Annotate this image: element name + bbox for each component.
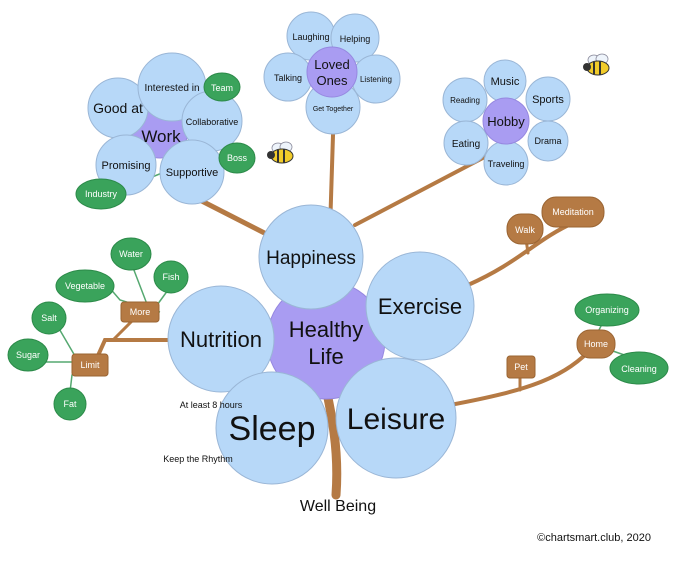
leaf-vegetable bbox=[55, 269, 115, 303]
leaf-sugar-label: Sugar bbox=[16, 350, 40, 360]
hobby-label: Hobby bbox=[487, 114, 525, 129]
tag-home-label: Home bbox=[584, 339, 608, 349]
petal-supportive-label: Supportive bbox=[166, 167, 219, 179]
leaf-team bbox=[203, 72, 241, 102]
petal-reading-label: Reading bbox=[450, 96, 480, 105]
leaf-salt bbox=[31, 301, 67, 335]
petal-drama-label: Drama bbox=[534, 136, 561, 146]
leaf-industry-label: Industry bbox=[85, 189, 118, 199]
leaf-boss bbox=[218, 142, 256, 174]
petal-interested-in-label: Interested in bbox=[144, 83, 199, 94]
loved-ones-label-1: Loved bbox=[314, 57, 349, 72]
petal-eating bbox=[443, 120, 489, 166]
petal-good-at-label: Good at bbox=[93, 100, 143, 116]
leaf-cleaning-label: Cleaning bbox=[621, 364, 657, 374]
hobby-center-circle bbox=[482, 97, 530, 145]
leisure-label: Leisure bbox=[347, 403, 445, 436]
sleep-note-rhythm: Keep the Rhythm bbox=[163, 454, 233, 464]
loved-ones-center-circle bbox=[306, 46, 358, 98]
leaf-cleaning bbox=[609, 351, 669, 385]
healthy-life-label-1: Healthy bbox=[289, 317, 364, 342]
leaf-sugar bbox=[7, 338, 49, 372]
sleep-circle bbox=[215, 371, 329, 485]
work-label: Work bbox=[141, 127, 181, 146]
leaf-organizing bbox=[574, 293, 640, 327]
work-flower: Work Good at Interested in Collaborative… bbox=[75, 52, 256, 210]
petal-promising-label: Promising bbox=[102, 160, 151, 172]
leisure-tags: Pet Home Organizing Cleaning bbox=[506, 293, 669, 385]
petal-listening-label: Listening bbox=[360, 75, 392, 84]
leaf-fat-label: Fat bbox=[63, 399, 77, 409]
petal-traveling-label: Traveling bbox=[488, 159, 525, 169]
loved-ones-flower: Loved Ones Laughing Helping Talking List… bbox=[263, 11, 401, 135]
petal-helping-label: Helping bbox=[340, 34, 371, 44]
petal-laughing-label: Laughing bbox=[292, 32, 329, 42]
hobby-flower: Hobby Music Reading Sports Eating Drama … bbox=[442, 59, 571, 186]
sleep-note-hours: At least 8 hours bbox=[180, 400, 243, 410]
main-circles: Healthy Life Happiness Exercise Nutritio… bbox=[167, 204, 475, 485]
tag-walk bbox=[506, 213, 544, 245]
copyright-text: ©chartsmart.club, 2020 bbox=[537, 532, 651, 544]
happiness-label: Happiness bbox=[266, 248, 356, 269]
leaf-fish bbox=[153, 260, 189, 294]
nutrition-label: Nutrition bbox=[180, 327, 262, 352]
leaf-fat bbox=[53, 387, 87, 421]
bee-icon bbox=[583, 53, 610, 76]
branch-nutrition bbox=[94, 338, 177, 362]
petal-drama bbox=[527, 120, 569, 162]
tag-meditation-label: Meditation bbox=[552, 207, 594, 217]
happiness-circle bbox=[258, 204, 364, 310]
leaf-fish-label: Fish bbox=[162, 272, 179, 282]
leaf-water-label: Water bbox=[119, 249, 143, 259]
tag-more bbox=[120, 301, 160, 323]
tag-walk-label: Walk bbox=[515, 225, 535, 235]
tag-meditation bbox=[541, 196, 605, 228]
loved-ones-label-2: Ones bbox=[316, 73, 348, 88]
petal-supportive bbox=[159, 139, 225, 205]
leaf-team-label: Team bbox=[211, 83, 233, 93]
branch-exercise bbox=[466, 220, 577, 287]
petal-collaborative-label: Collaborative bbox=[186, 117, 239, 127]
sleep-label: Sleep bbox=[229, 410, 316, 448]
petal-music-label: Music bbox=[491, 76, 520, 88]
well-being-label: Well Being bbox=[300, 498, 376, 515]
exercise-label: Exercise bbox=[378, 294, 462, 319]
healthy-life-label-2: Life bbox=[308, 344, 343, 369]
nutrition-leaves: Water Vegetable Fish More Salt Sugar Fat… bbox=[7, 237, 189, 421]
leaf-water bbox=[110, 237, 152, 271]
tag-more-label: More bbox=[130, 307, 151, 317]
petal-sports-label: Sports bbox=[532, 94, 564, 106]
bee-icon bbox=[267, 141, 294, 164]
leaf-vegetable-label: Vegetable bbox=[65, 281, 105, 291]
tag-pet bbox=[506, 355, 536, 379]
tag-pet-label: Pet bbox=[514, 362, 528, 372]
leaf-boss-label: Boss bbox=[227, 153, 248, 163]
tag-limit-label: Limit bbox=[80, 360, 100, 370]
leaf-organizing-label: Organizing bbox=[585, 305, 629, 315]
petal-get-together-label: Get Together bbox=[313, 106, 354, 113]
petal-eating-label: Eating bbox=[452, 139, 480, 150]
leaf-industry bbox=[75, 178, 127, 210]
exercise-circle bbox=[365, 251, 475, 361]
nutrition-circle bbox=[167, 285, 275, 393]
leaf-salt-label: Salt bbox=[41, 313, 57, 323]
tag-home bbox=[576, 329, 616, 359]
petal-talking-label: Talking bbox=[274, 73, 302, 83]
leisure-circle bbox=[335, 357, 457, 479]
tag-limit bbox=[71, 353, 109, 377]
exercise-tags: Walk Meditation bbox=[506, 196, 605, 245]
